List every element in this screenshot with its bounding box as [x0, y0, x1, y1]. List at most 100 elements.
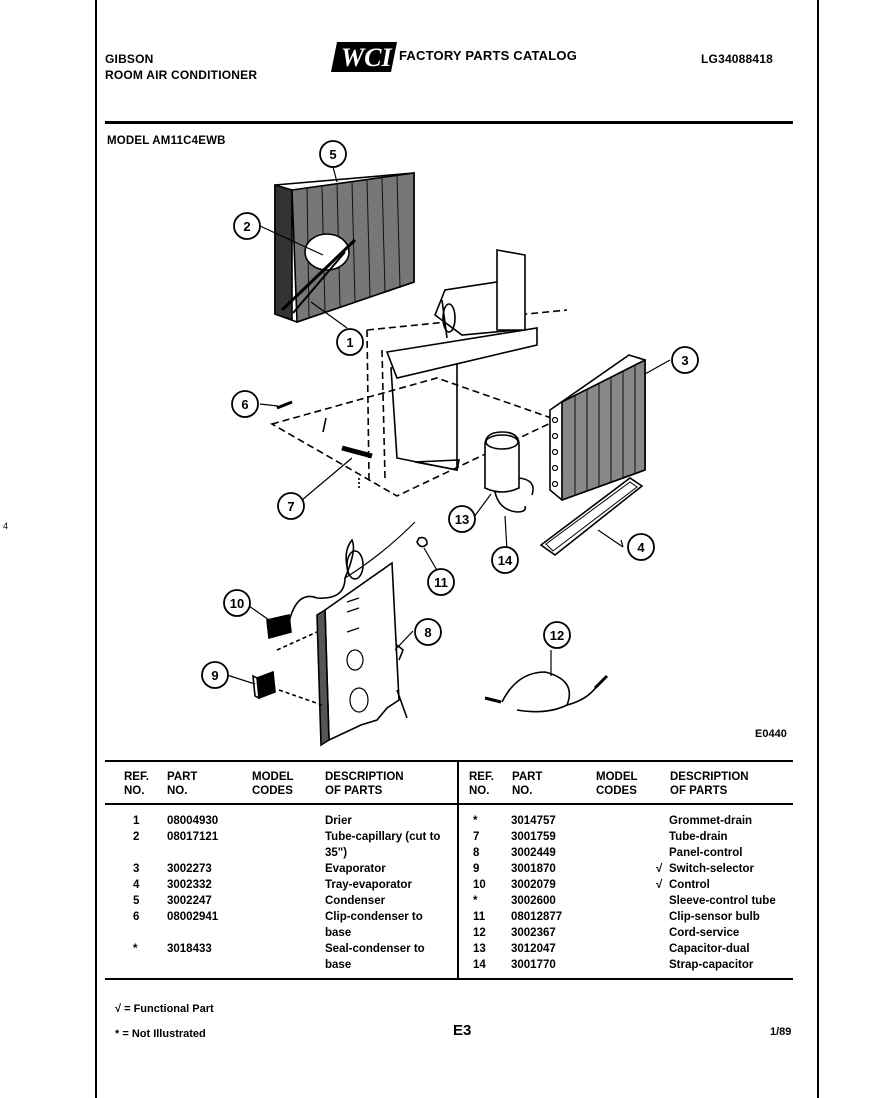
- svg-text:WCI: WCI: [341, 43, 392, 72]
- exploded-parts-diagram: 5 2 1 3 6 7 13 14 4 11 10 8 9 12 E0440: [201, 140, 787, 747]
- description-cell: Condenser: [325, 895, 386, 907]
- capacitor-illustration: [484, 431, 534, 513]
- wci-logo: WCI: [331, 40, 399, 79]
- service-cord-illustration: [484, 671, 609, 713]
- callout-1: 1: [346, 335, 353, 350]
- callout-7: 7: [287, 499, 294, 514]
- callout-12: 12: [550, 628, 564, 643]
- function-mark-cell: [317, 909, 325, 925]
- callout-6: 6: [241, 397, 248, 412]
- part-number-cell: 3001770: [511, 959, 556, 971]
- part-number-cell: 08012877: [511, 911, 563, 923]
- description-cell: Cord-service: [669, 927, 740, 939]
- description-cell: Grommet-drain: [669, 815, 753, 827]
- function-mark-cell: √: [656, 863, 663, 875]
- table-row: 13 3012047 Capacitor-dual: [459, 941, 799, 957]
- thermostat-control-illustration: [266, 521, 416, 640]
- callout-5: 5: [329, 147, 336, 162]
- callout-9: 9: [211, 668, 218, 683]
- evaporator-illustration: [549, 354, 646, 502]
- description-cell: Strap-capacitor: [669, 959, 754, 971]
- margin-mark: 4: [3, 521, 9, 531]
- ref-cell: *: [473, 815, 478, 827]
- ref-cell: 13: [473, 943, 486, 955]
- header-rule: [105, 121, 793, 124]
- part-number-cell: 3002449: [511, 847, 556, 859]
- legend-functional-part: √ = Functional Part: [115, 1003, 214, 1015]
- table-center-divider: [457, 760, 459, 980]
- ref-cell: 6: [133, 911, 140, 923]
- ref-cell: 12: [473, 927, 486, 939]
- part-number-cell: 3014757: [511, 815, 556, 827]
- function-mark-cell: [317, 861, 325, 877]
- description-cell: Tube-drain: [669, 831, 728, 843]
- part-number-cell: 3002247: [167, 895, 212, 907]
- part-number-cell: [167, 957, 317, 973]
- part-number-cell: 3012047: [511, 943, 556, 955]
- callout-13: 13: [455, 512, 469, 527]
- ref-cell: 4: [133, 879, 140, 891]
- description-cell: Seal-condenser to: [325, 943, 425, 955]
- description-cell: Clip-sensor bulb: [669, 911, 760, 923]
- description-cell: base: [325, 927, 352, 939]
- function-mark-cell: [656, 893, 669, 909]
- function-mark-cell: [656, 813, 669, 829]
- part-number-cell: 3018433: [167, 943, 212, 955]
- col-ref-right: REF.NO.: [469, 771, 494, 797]
- ref-cell: 8: [473, 847, 480, 859]
- function-mark-cell: [317, 829, 325, 845]
- description-cell: Evaporator: [325, 863, 386, 875]
- catalog-title: FACTORY PARTS CATALOG: [399, 48, 578, 63]
- function-mark-cell: [317, 845, 325, 861]
- table-row: 5 3002247 Condenser: [105, 893, 455, 909]
- part-number-cell: 3002367: [511, 927, 556, 939]
- callout-2: 2: [243, 219, 250, 234]
- part-number-cell: 08002941: [167, 911, 219, 923]
- table-row: base: [105, 925, 455, 941]
- table-row: 35"): [105, 845, 455, 861]
- product-name: ROOM AIR CONDITIONER: [105, 68, 258, 82]
- ref-cell: [105, 925, 167, 941]
- catalog-date: 1/89: [770, 1026, 792, 1038]
- ref-cell: *: [133, 943, 138, 955]
- ref-cell: 1: [133, 815, 140, 827]
- function-mark-cell: [317, 813, 325, 829]
- table-bottom-rule: [105, 978, 793, 980]
- ref-cell: 3: [133, 863, 140, 875]
- function-mark-cell: [317, 925, 325, 941]
- description-cell: Sleeve-control tube: [669, 895, 776, 907]
- ref-cell: 5: [133, 895, 140, 907]
- description-cell: Capacitor-dual: [669, 943, 750, 955]
- part-number-cell: 3002079: [511, 879, 556, 891]
- callout-10: 10: [230, 596, 244, 611]
- description-cell: Switch-selector: [669, 863, 754, 875]
- table-row: * 3018433 Seal-condenser to: [105, 941, 455, 957]
- diagram-code: E0440: [755, 728, 787, 740]
- table-row: base: [105, 957, 455, 973]
- function-mark-cell: [317, 877, 325, 893]
- function-mark-cell: [317, 893, 325, 909]
- brand-name: GIBSON: [105, 52, 154, 66]
- page-code: E3: [453, 1022, 472, 1039]
- tray-illustration: [539, 477, 644, 557]
- callout-11: 11: [434, 575, 448, 590]
- description-cell: Control: [669, 879, 710, 891]
- callout-8: 8: [424, 625, 431, 640]
- table-row: 12 3002367 Cord-service: [459, 925, 799, 941]
- function-mark-cell: [656, 941, 669, 957]
- function-mark-cell: [656, 957, 669, 973]
- function-mark-cell: [656, 829, 669, 845]
